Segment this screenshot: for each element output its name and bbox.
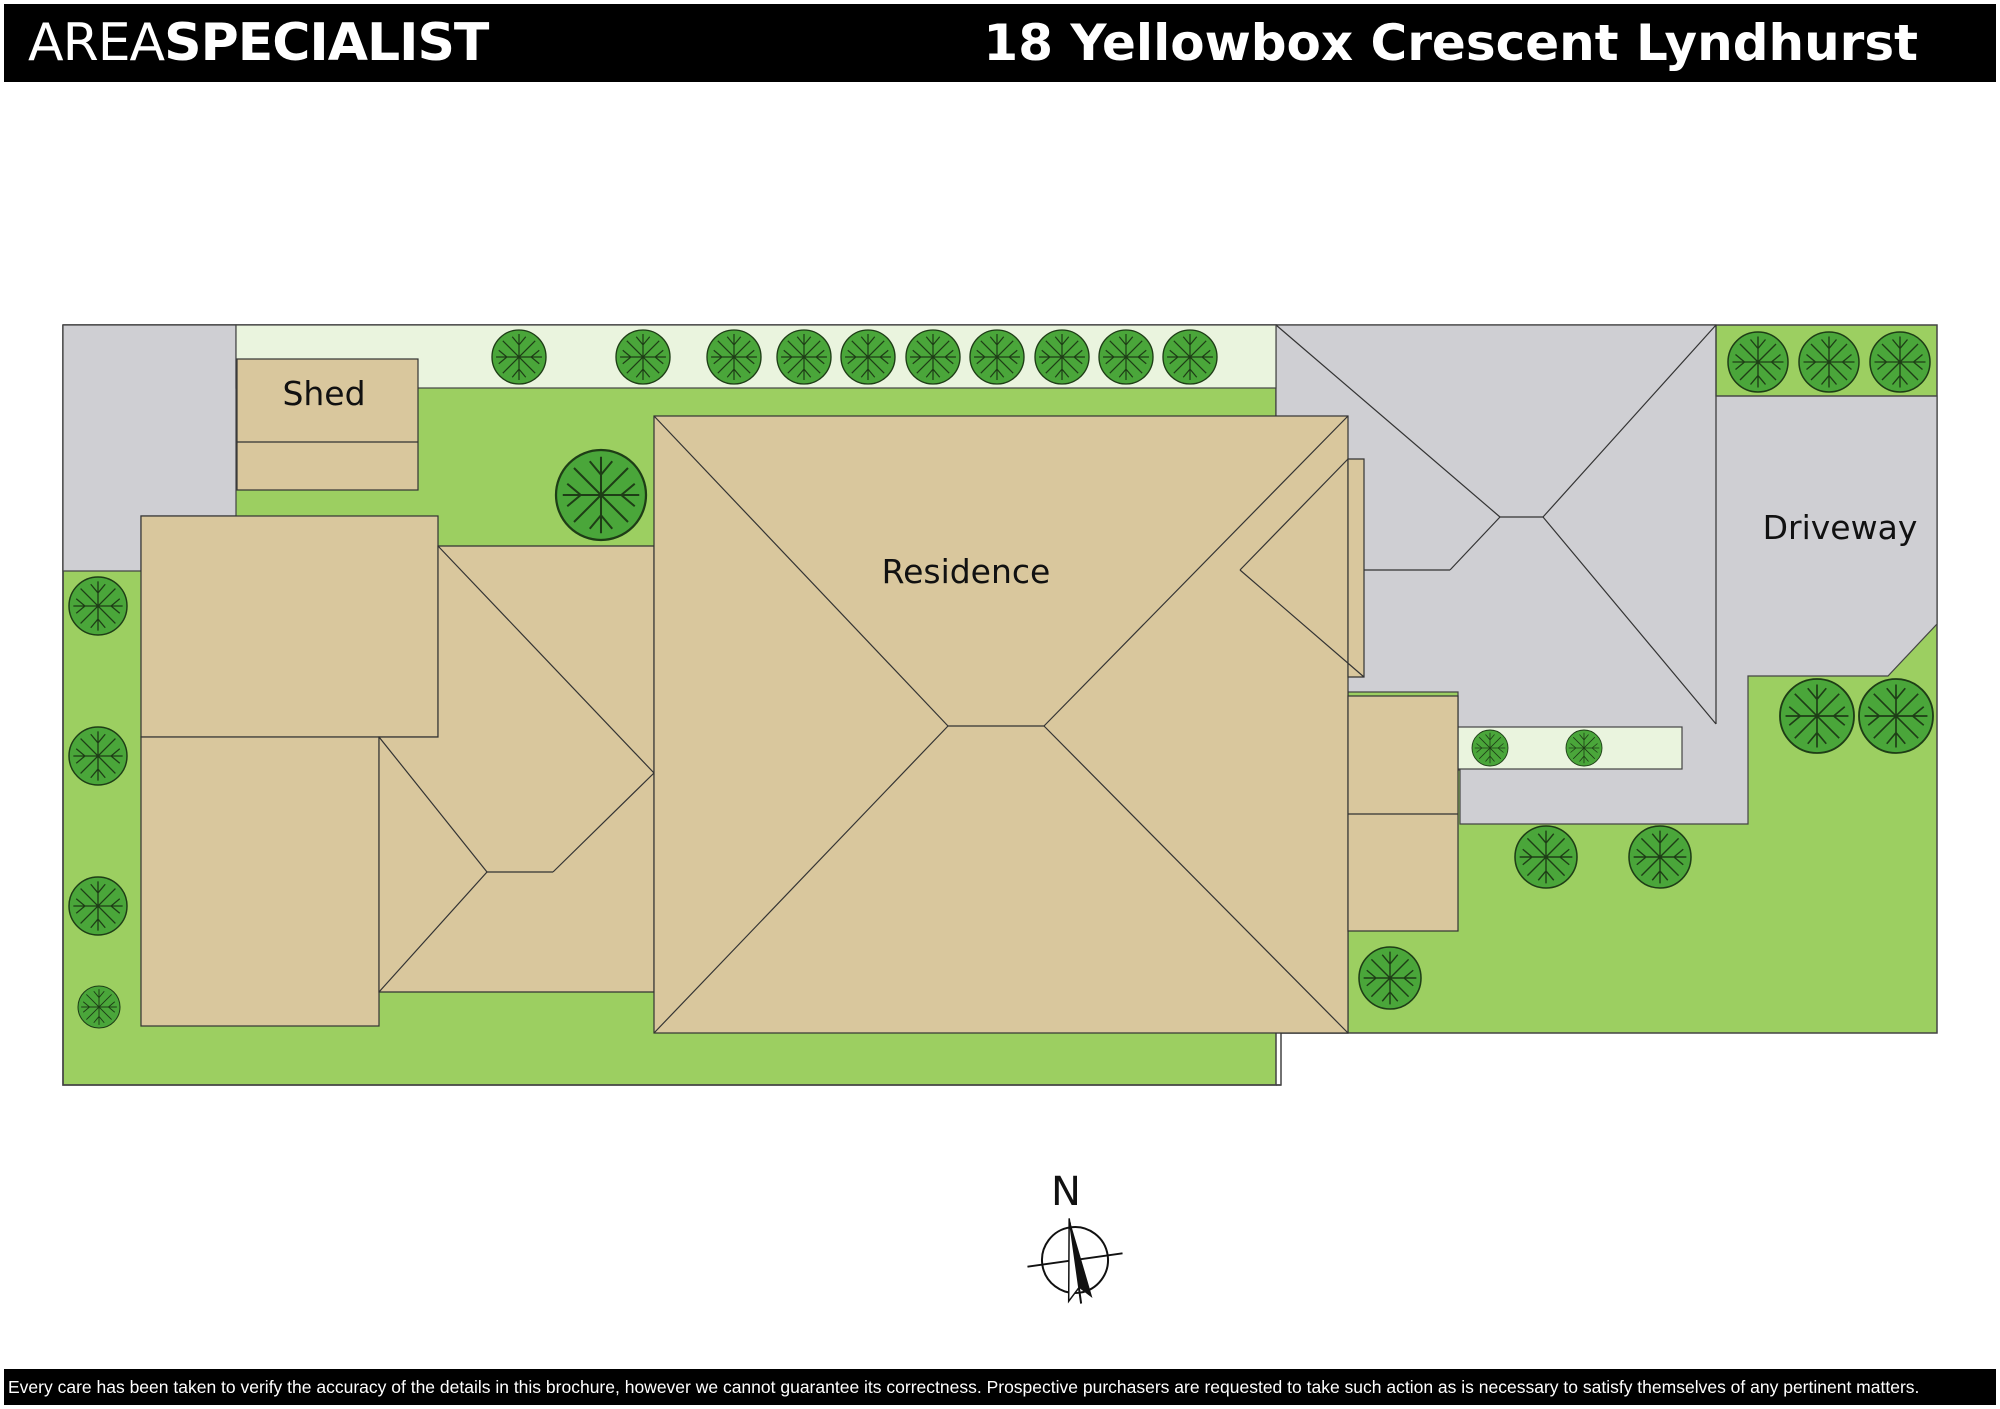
tree-icon (1514, 825, 1578, 889)
compass-icon (1027, 1218, 1123, 1304)
tree-icon (491, 329, 547, 385)
tree-icon (1628, 825, 1692, 889)
driveway-label: Driveway (1763, 508, 1918, 547)
footer-bar: Every care has been taken to verify the … (4, 1369, 1996, 1405)
roof-hips-residence (378, 415, 1458, 1034)
brand-logo-light: AREA (28, 13, 165, 73)
tree-icon (77, 985, 121, 1029)
tree-icon (1358, 946, 1422, 1010)
tree-icon (1798, 331, 1860, 393)
tree-icon (969, 329, 1025, 385)
tree-icon (68, 726, 128, 786)
north-label: N (1051, 1169, 1081, 1215)
tree-icon (1098, 329, 1154, 385)
tree-icon (840, 329, 896, 385)
tree-icon (1727, 331, 1789, 393)
tree-icon (68, 576, 128, 636)
tree-icon (1858, 678, 1934, 754)
tree-icon (1779, 678, 1855, 754)
tree-icon (706, 329, 762, 385)
north-arrow: N (1027, 1169, 1123, 1304)
tree-icon (68, 876, 128, 936)
shed-label: Shed (282, 374, 365, 413)
tree-icon (1471, 729, 1509, 767)
brand-logo-bold: SPECIALIST (164, 13, 489, 73)
roof-hips-garage (1275, 324, 1717, 725)
tree-icon (615, 329, 671, 385)
tree-icon (1162, 329, 1218, 385)
disclaimer-text: Every care has been taken to verify the … (8, 1377, 1920, 1397)
tree-icon (1869, 331, 1931, 393)
shed-building (236, 358, 419, 491)
tree-icon (554, 448, 648, 542)
property-address: 18 Yellowbox Crescent Lyndhurst (983, 14, 1918, 72)
residence-label: Residence (882, 552, 1051, 591)
tree-icon (776, 329, 832, 385)
header-bar: AREASPECIALIST 18 Yellowbox Crescent Lyn… (4, 4, 1996, 82)
tree-icon (1565, 729, 1603, 767)
tree-icon (1034, 329, 1090, 385)
tree-icon (905, 329, 961, 385)
brand-logo: AREASPECIALIST (28, 12, 489, 74)
